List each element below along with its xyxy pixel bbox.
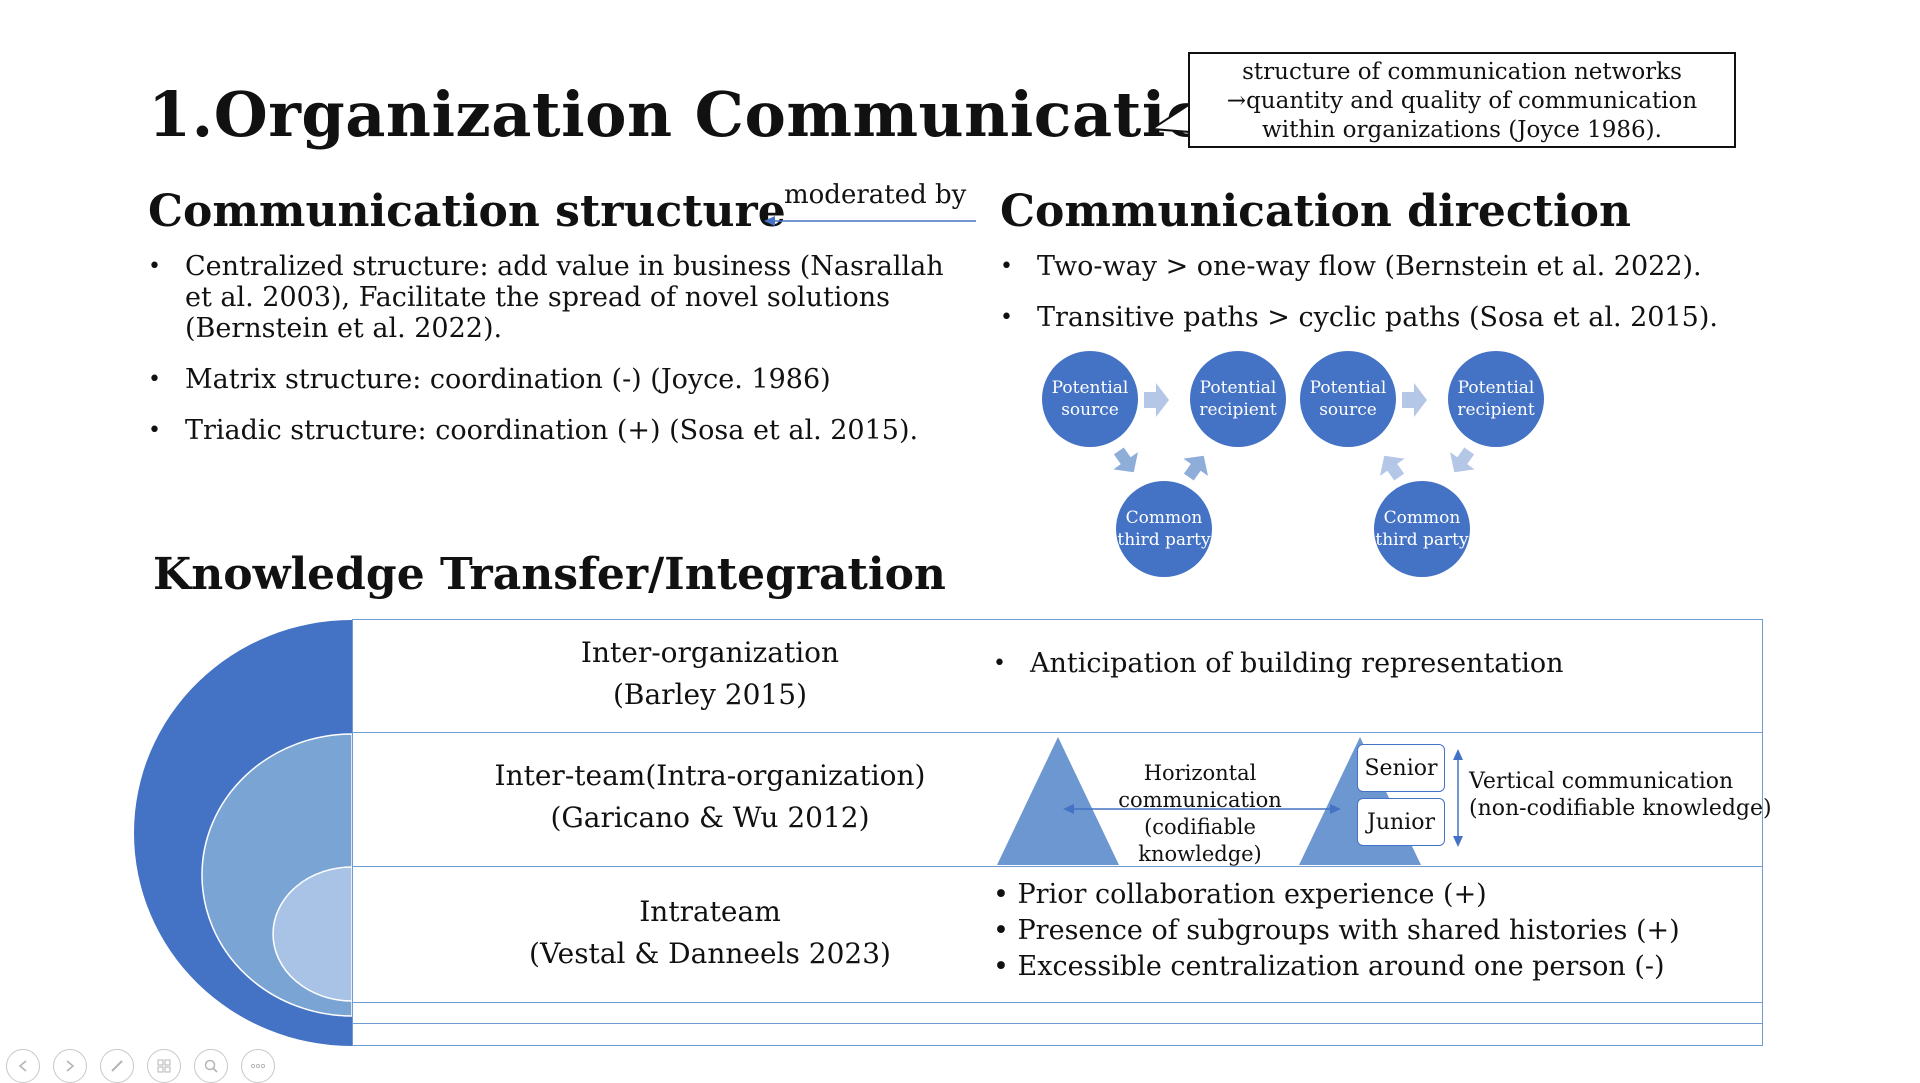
row-intrateam bbox=[352, 866, 1763, 1002]
moderated-by-arrow bbox=[764, 216, 976, 226]
source-to-recipient-arrow bbox=[1144, 383, 1169, 417]
knowledge-heading: Knowledge Transfer/Integration bbox=[153, 549, 946, 600]
row-label-intrateam: Intrateam (Vestal & Danneels 2023) bbox=[500, 891, 920, 975]
next-icon[interactable] bbox=[53, 1049, 87, 1083]
vertical-double-arrow bbox=[1453, 749, 1463, 847]
list-item: • Prior collaboration experience (+) bbox=[993, 879, 1487, 910]
callout-line: structure of communication networks bbox=[1242, 59, 1682, 85]
page-title: 1.Organization Communication bbox=[148, 78, 1254, 151]
potential-source-node: Potential source bbox=[1300, 351, 1396, 447]
bullet-item: Matrix structure: coordination (-) (Joyc… bbox=[148, 364, 948, 395]
horizontal-communication-label: Horizontal communication (codifiable kno… bbox=[1085, 760, 1315, 868]
potential-recipient-node: Potential recipient bbox=[1190, 351, 1286, 447]
row-empty bbox=[352, 1002, 1763, 1023]
previous-icon[interactable] bbox=[6, 1049, 40, 1083]
common-third-party-node: Common third party bbox=[1116, 481, 1212, 577]
potential-recipient-node: Potential recipient bbox=[1448, 351, 1544, 447]
direction-bullets: Two-way > one-way flow (Bernstein et al.… bbox=[1000, 251, 1720, 353]
direction-heading: Communication direction bbox=[1000, 186, 1631, 237]
label-line: (non-codifiable knowledge) bbox=[1469, 796, 1772, 821]
row-empty bbox=[352, 1023, 1763, 1046]
label-line: Horizontal bbox=[1143, 761, 1257, 785]
bullet-item: Two-way > one-way flow (Bernstein et al.… bbox=[1000, 251, 1720, 282]
vertical-communication-label: Vertical communication (non-codifiable k… bbox=[1469, 768, 1772, 822]
inter-organization-content: Anticipation of building representation bbox=[993, 648, 1693, 699]
bullet-item: Transitive paths > cyclic paths (Sosa et… bbox=[1000, 302, 1720, 333]
moderated-by-label: moderated by bbox=[784, 180, 967, 210]
nested-arcs-graphic bbox=[134, 620, 353, 1046]
row-label: Intrateam bbox=[639, 895, 781, 928]
bullet-item: Centralized structure: add value in busi… bbox=[148, 251, 948, 344]
row-citation: (Vestal & Danneels 2023) bbox=[529, 937, 891, 970]
row-label: Inter-team(Intra-organization) bbox=[494, 759, 926, 792]
structure-heading: Communication structure bbox=[148, 186, 786, 237]
recipient-to-third-arrow bbox=[1450, 447, 1475, 473]
row-citation: (Barley 2015) bbox=[612, 678, 807, 711]
row-label-inter-organization: Inter-organization (Barley 2015) bbox=[500, 632, 920, 716]
callout-box: structure of communication networks →qua… bbox=[1188, 52, 1736, 148]
row-label: Inter-organization bbox=[580, 636, 840, 669]
bullet-item: Triadic structure: coordination (+) (Sos… bbox=[148, 415, 948, 446]
row-citation: (Garicano & Wu 2012) bbox=[550, 801, 870, 834]
callout-pointer bbox=[1150, 102, 1192, 134]
presentation-controls bbox=[6, 1049, 275, 1083]
intrateam-content: • Prior collaboration experience (+) • P… bbox=[993, 877, 1680, 985]
source-to-third-arrow bbox=[1113, 447, 1138, 473]
callout-line: →quantity and quality of communication bbox=[1226, 88, 1698, 114]
horizontal-double-arrow bbox=[1063, 804, 1341, 814]
list-item: • Presence of subgroups with shared hist… bbox=[993, 915, 1680, 946]
source-to-recipient-arrow bbox=[1402, 383, 1427, 417]
zoom-icon[interactable] bbox=[194, 1049, 228, 1083]
structure-bullets: Centralized structure: add value in busi… bbox=[148, 251, 948, 466]
bullet-item: Anticipation of building representation bbox=[993, 648, 1693, 679]
label-line: communication bbox=[1118, 788, 1282, 812]
third-to-recipient-arrow bbox=[1183, 455, 1208, 481]
label-line: (codifiable knowledge) bbox=[1138, 815, 1262, 866]
common-third-party-node: Common third party bbox=[1374, 481, 1470, 577]
third-to-source-arrow bbox=[1380, 455, 1405, 481]
potential-source-node: Potential source bbox=[1042, 351, 1138, 447]
more-icon[interactable] bbox=[241, 1049, 275, 1083]
list-item: • Excessible centralization around one p… bbox=[993, 951, 1665, 982]
junior-box: Junior bbox=[1357, 798, 1445, 846]
senior-box: Senior bbox=[1357, 744, 1445, 792]
callout-line: within organizations (Joyce 1986). bbox=[1262, 117, 1662, 143]
label-line: Vertical communication bbox=[1469, 769, 1734, 794]
slides-icon[interactable] bbox=[147, 1049, 181, 1083]
pen-icon[interactable] bbox=[100, 1049, 134, 1083]
row-label-inter-team: Inter-team(Intra-organization) (Garicano… bbox=[480, 755, 940, 839]
